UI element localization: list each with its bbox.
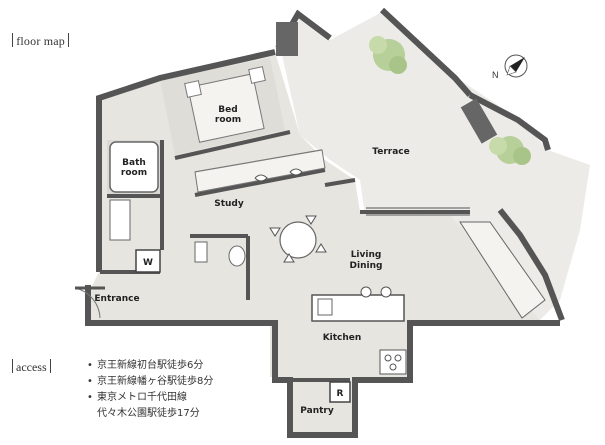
terrace-floor [282,12,590,320]
access-title: access [12,359,51,375]
access-bar-left [12,359,13,373]
toilet [194,241,246,267]
access-item-continued: 代々木公園駅徒歩17分 [97,408,200,419]
wall-living-north [324,178,356,187]
floor-map-title-text: floor map [16,34,65,48]
wall-bed-bottom [174,130,291,160]
access-item: 東京メトロ千代田線 [87,390,213,406]
label-bedroom-line1: Bed [218,105,237,115]
kitchen-island [311,286,405,322]
label-washer: W [143,258,153,268]
floor-map-title: floor map [12,33,70,49]
study-desk [194,149,326,193]
wall-left-bottom [85,285,560,438]
label-bathroom-line1: Bath [122,158,146,168]
label-bathroom-line2: room [121,168,147,178]
sofa [459,221,546,319]
washer-box [135,249,161,273]
wall-terrace-right [379,7,473,97]
access-item: 京王新線幡ヶ谷駅徒歩8分 [87,374,213,390]
dining-table [269,215,327,263]
label-living-line2: Dining [350,261,383,271]
access-list: 京王新線初台駅徒歩6分 京王新線幡ヶ谷駅徒歩8分 東京メトロ千代田線 代々木公園… [87,358,213,422]
label-refrigerator: R [337,389,344,399]
label-bedroom-line2: room [215,115,241,125]
wall-study-bottom [194,168,326,197]
compass-icon [504,54,528,78]
wall-east [497,208,565,322]
label-pantry: Pantry [300,406,334,416]
label-kitchen: Kitchen [323,333,362,343]
terrace-trees [369,36,531,165]
terrace-block-mid [460,98,498,144]
label-entrance: Entrance [94,294,139,304]
access-bar-right [49,359,51,373]
label-terrace: Terrace [372,147,409,157]
terrace-block-top [276,22,298,56]
access-item: 京王新線初台駅徒歩6分 [87,358,213,374]
access-title-text: access [16,360,47,374]
bed [184,66,266,143]
refrigerator-box [329,381,351,403]
title-bar-left [12,33,13,47]
compass-label: N [492,70,499,80]
title-bar-right [68,33,70,47]
vanity-sink [109,199,131,241]
kitchen-counter [379,349,407,375]
wall-terrace-east [468,92,551,151]
label-study: Study [214,199,244,209]
label-living-line1: Living [351,250,382,260]
bathtub [109,141,159,193]
wall-left-top [96,49,276,272]
